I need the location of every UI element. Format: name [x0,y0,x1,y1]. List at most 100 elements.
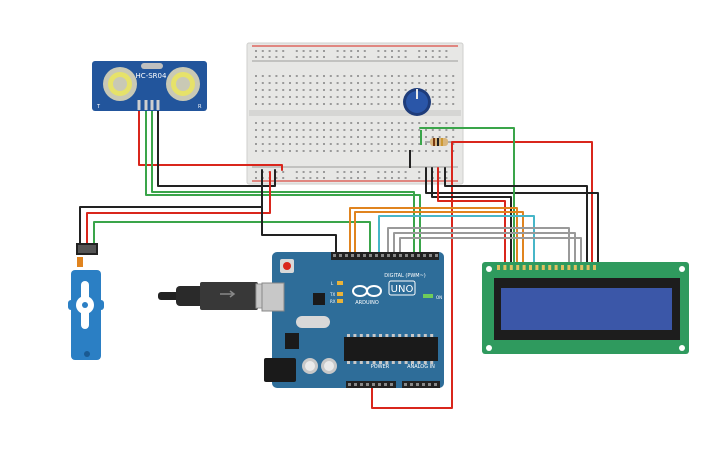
breadboard-hole [404,122,407,124]
rail-hole [255,56,257,58]
breadboard-hole [363,82,366,84]
chip-leg [366,334,370,337]
breadboard-hole [384,89,387,91]
breadboard-hole [384,129,387,131]
breadboard-hole [295,75,298,77]
breadboard-hole [425,143,427,145]
lcd-display[interactable] [482,262,689,354]
lcd-screen [501,288,672,330]
breadboard-hole [316,136,319,138]
breadboard-hole [309,143,312,145]
breadboard-hole [438,82,441,84]
breadboard-hole [452,82,455,84]
rail-hole [316,177,319,179]
digital-pin [339,254,342,257]
breadboard-hole [329,150,332,152]
rail-hole [431,50,434,52]
breadboard-hole [384,82,387,84]
breadboard-hole [289,82,291,84]
breadboard-hole [295,136,298,138]
breadboard-hole [323,129,325,131]
breadboard-hole [425,122,427,124]
breadboard-hole [336,82,339,84]
arduino-uno-board[interactable]: DIGITAL (PWM~) ARDUINO UNO ON L TX RX [261,252,444,388]
breadboard-hole [282,89,285,91]
breadboard-hole [391,122,393,124]
rail-hole [404,56,407,58]
breadboard-hole [438,103,441,105]
breadboard-hole [431,136,434,138]
lcd-pins[interactable] [497,265,596,270]
chip-leg [379,361,382,364]
rail-hole [336,171,339,173]
breadboard-hole [261,75,264,77]
breadboard-hole [397,96,400,98]
breadboard-hole [397,103,400,105]
digital-pin [393,254,396,257]
breadboard-hole [336,89,339,91]
lcd-pin [522,265,526,270]
chip-leg [391,361,395,364]
digital-pin [399,254,402,257]
ultrasonic-sensor[interactable]: HC-SR04 T R [92,61,207,111]
sensor-pins[interactable] [137,100,160,110]
analog-pin [434,383,437,386]
breadboard-hole [323,96,325,98]
arduino-tx-label: TX [329,292,335,297]
breadboard-hole [282,136,285,138]
chip-leg [359,334,363,337]
breadboard-hole [384,75,387,77]
potentiometer-knob-icon[interactable] [403,88,431,116]
breadboard-hole [295,122,298,124]
breadboard-hole [255,96,257,98]
breadboard-hole [289,89,291,91]
resistor [425,138,458,146]
breadboard-hole [323,75,325,77]
rail-hole [302,177,305,179]
digital-header-pins[interactable] [333,254,438,257]
wire-servo-gnd [79,169,263,246]
breadboard-hole [391,150,393,152]
sensor-t-mark: T [96,104,101,110]
servo-motor[interactable] [68,243,104,360]
breadboard-hole [370,82,373,84]
breadboard-hole [404,150,407,152]
breadboard-hole [370,129,373,131]
breadboard-hole [309,129,312,131]
chip-leg [372,361,376,364]
breadboard-hole [336,122,339,124]
breadboard-hole [431,103,434,105]
breadboard-hole [438,136,441,138]
breadboard-hole [275,75,278,77]
breadboard-hole [261,136,264,138]
wire-arduino-5v [371,141,593,409]
breadboard-hole [309,136,312,138]
rail-hole [418,56,421,58]
rail-hole [343,177,346,179]
rail-hole [343,171,346,173]
rail-hole [255,171,257,173]
rail-hole [445,177,448,179]
chip-leg [430,334,434,337]
breadboard-hole [397,75,400,77]
breadboard-hole [391,82,393,84]
breadboard-hole [302,103,305,105]
digital-header-label: DIGITAL (PWM~) [384,273,426,279]
reset-button[interactable] [283,262,291,270]
breadboard-hole [377,75,380,77]
rail-hole [363,177,366,179]
breadboard-hole [452,136,455,138]
sensor-pin [144,100,148,110]
rail-hole [438,171,441,173]
breadboard-hole [336,75,339,77]
power-analog-header-pins[interactable] [348,383,437,386]
breadboard-hole [343,96,346,98]
breadboard-hole [438,75,441,77]
breadboard-hole [397,89,400,91]
breadboard-hole [350,122,353,124]
breadboard-hole [425,75,427,77]
rail-hole [323,56,325,58]
lcd-pin [529,265,532,270]
breadboard-hole [302,129,305,131]
breadboard-hole [323,136,325,138]
